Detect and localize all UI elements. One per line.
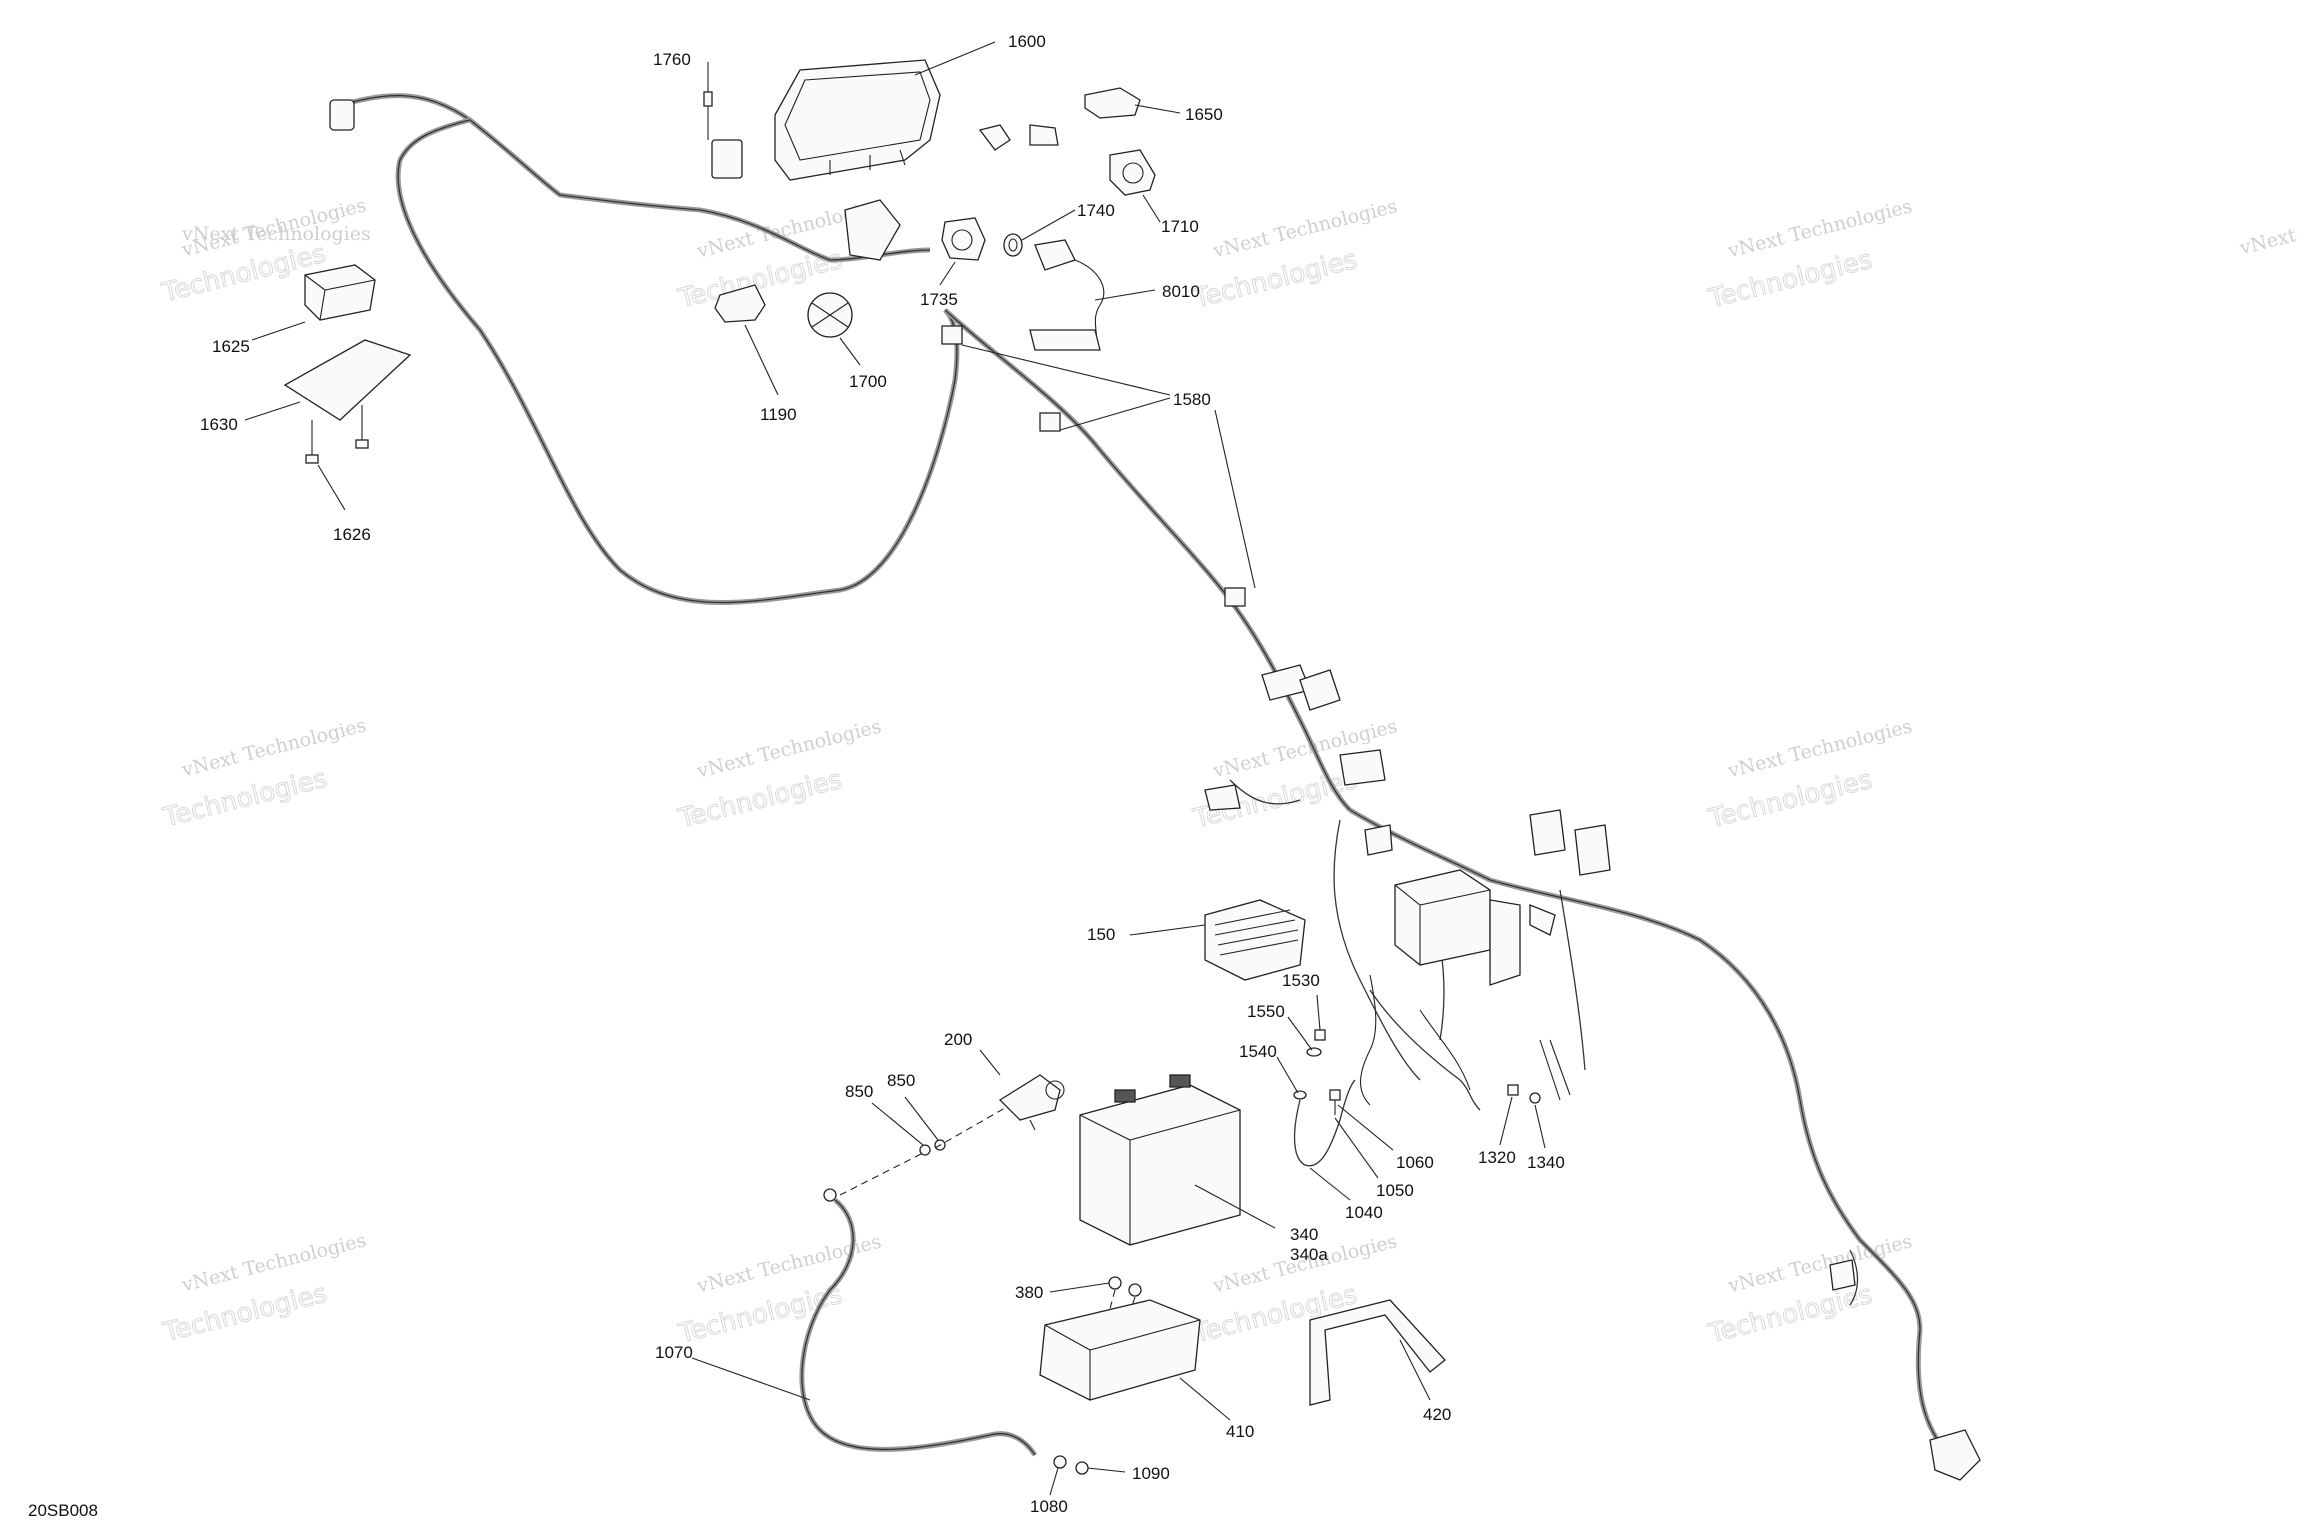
callout-420: 420 bbox=[1423, 1405, 1451, 1424]
part-1710 bbox=[1109, 149, 1156, 196]
callout-1040: 1040 bbox=[1345, 1203, 1383, 1222]
callout-1320: 1320 bbox=[1478, 1148, 1516, 1167]
callout-1600: 1600 bbox=[1008, 32, 1046, 51]
watermark: vNext bbox=[2237, 224, 2299, 259]
watermark: vNext Technologies Technologies bbox=[1704, 1230, 1914, 1350]
callout-1530: 1530 bbox=[1282, 971, 1320, 990]
callout-1710: 1710 bbox=[1161, 217, 1199, 236]
part-1735 bbox=[941, 217, 986, 261]
callout-1626: 1626 bbox=[333, 525, 371, 544]
callout-1050: 1050 bbox=[1376, 1181, 1414, 1200]
part-420 bbox=[1309, 1299, 1446, 1406]
part-200 bbox=[998, 1074, 1065, 1131]
part-150 bbox=[1204, 899, 1306, 981]
callout-1700: 1700 bbox=[849, 372, 887, 391]
part-850 bbox=[839, 1107, 1006, 1196]
callout-1760: 1760 bbox=[653, 50, 691, 69]
callout-340a: 340a bbox=[1290, 1245, 1328, 1264]
callout-labels: 1600 1760 1650 1710 1740 8010 1735 1700 … bbox=[200, 32, 1565, 1516]
part-1040 bbox=[1293, 1079, 1356, 1167]
watermark-text: vNext Technologies bbox=[1725, 715, 1914, 782]
callout-1650: 1650 bbox=[1185, 105, 1223, 124]
callout-8010: 8010 bbox=[1162, 282, 1200, 301]
part-1580 bbox=[941, 325, 1246, 607]
part-1070 bbox=[799, 1188, 1038, 1457]
leader-lines bbox=[244, 41, 1546, 1496]
callout-200: 200 bbox=[944, 1030, 972, 1049]
callout-1190: 1190 bbox=[760, 405, 797, 424]
connector-group-mid bbox=[1204, 664, 1611, 876]
callout-410: 410 bbox=[1226, 1422, 1254, 1441]
part-1190 bbox=[714, 284, 766, 323]
part-1320 bbox=[1507, 1084, 1541, 1104]
callout-1060: 1060 bbox=[1396, 1153, 1434, 1172]
watermark-text: vNext Technologies bbox=[179, 1229, 368, 1296]
connector-group bbox=[329, 99, 1059, 261]
callout-1625: 1625 bbox=[212, 337, 250, 356]
watermark: vNext Technologies Technologies bbox=[159, 1229, 368, 1349]
watermark-text: vNext Technologies bbox=[181, 223, 371, 245]
watermark: vNext Technologies Technologies bbox=[159, 714, 368, 834]
callout-1070: 1070 bbox=[655, 1343, 693, 1362]
part-1650 bbox=[1084, 87, 1141, 119]
watermark: vNext Technologies Technologies bbox=[1704, 715, 1914, 835]
callout-1340: 1340 bbox=[1527, 1153, 1565, 1172]
watermark-text: vNext bbox=[2237, 224, 2299, 259]
callout-1580: 1580 bbox=[1173, 390, 1211, 409]
watermark: vNext Technologies Technologies bbox=[1704, 195, 1914, 315]
part-8010 bbox=[1029, 239, 1105, 351]
watermark-text: vNext Technologies bbox=[694, 716, 883, 783]
main-harness bbox=[339, 93, 1947, 1452]
part-1625 bbox=[304, 264, 376, 321]
diagram-code: 20SB008 bbox=[28, 1501, 98, 1520]
callout-380: 380 bbox=[1015, 1283, 1043, 1302]
part-1090 bbox=[1053, 1455, 1089, 1475]
callout-1740: 1740 bbox=[1077, 201, 1115, 220]
callout-1080: 1080 bbox=[1030, 1497, 1068, 1516]
part-1060 bbox=[1329, 1089, 1341, 1115]
callout-1550: 1550 bbox=[1247, 1002, 1285, 1021]
watermark-text: vNext Technologies bbox=[1210, 195, 1399, 262]
callout-1735: 1735 bbox=[920, 290, 958, 309]
watermark-text: vNext Technologies bbox=[179, 714, 368, 781]
part-1700 bbox=[807, 292, 853, 338]
callout-850-right: 850 bbox=[887, 1071, 915, 1090]
watermark: vNext Technologies Technologies bbox=[1189, 195, 1399, 315]
callout-340: 340 bbox=[1290, 1225, 1318, 1244]
part-340 bbox=[1079, 1074, 1241, 1246]
instrument-cluster bbox=[774, 59, 941, 181]
fuse-box bbox=[1394, 869, 1556, 986]
watermark: vNext Technologies Technologies bbox=[674, 716, 883, 836]
part-1626 bbox=[305, 405, 369, 464]
ground-hardware bbox=[1306, 974, 1571, 1106]
part-1740 bbox=[1003, 233, 1023, 257]
callout-150: 150 bbox=[1087, 925, 1115, 944]
part-1630 bbox=[283, 339, 412, 421]
callout-1630: 1630 bbox=[200, 415, 238, 434]
part-1760 bbox=[703, 91, 713, 140]
watermark-text: vNext Technologies bbox=[1725, 195, 1914, 262]
callout-850-left: 850 bbox=[845, 1082, 873, 1101]
part-end-connector bbox=[1829, 1259, 1981, 1481]
callout-1090: 1090 bbox=[1132, 1464, 1170, 1483]
callout-1540: 1540 bbox=[1239, 1042, 1277, 1061]
part-410 bbox=[1039, 1299, 1201, 1401]
